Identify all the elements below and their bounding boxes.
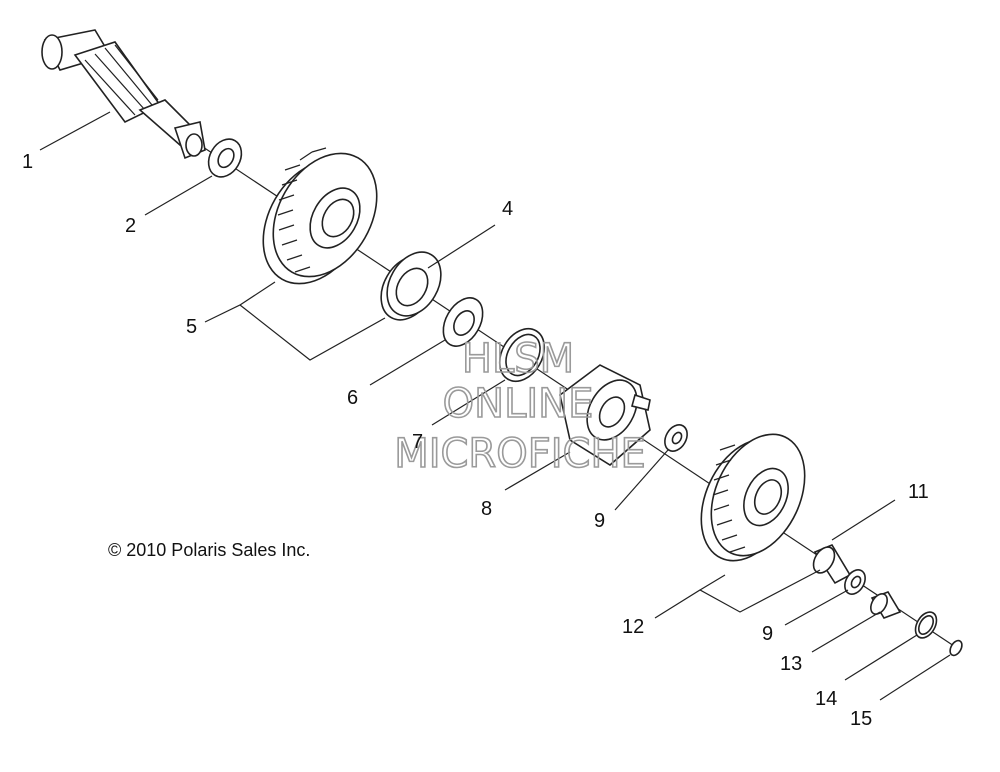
part-7-snap-ring[interactable] [491, 321, 554, 389]
callout-2: 2 [125, 215, 136, 237]
part-2-washer[interactable] [202, 133, 248, 183]
callout-12: 12 [622, 616, 644, 638]
part-6-thrust-washer[interactable] [435, 291, 490, 353]
callout-4: 4 [502, 198, 513, 220]
part-11-bushing[interactable] [809, 543, 852, 585]
part-12-helical-gear[interactable] [683, 419, 823, 576]
watermark-line1: HLSM [462, 336, 574, 382]
leader-lines [39, 111, 951, 701]
callout-6: 6 [347, 387, 358, 409]
callout-9-top: 9 [594, 510, 605, 532]
callout-8: 8 [481, 498, 492, 520]
part-9-washer-b[interactable] [841, 566, 870, 598]
callouts: 1 2 4 5 6 7 8 9 11 12 9 13 14 15 [22, 151, 929, 730]
callout-15: 15 [850, 708, 872, 730]
part-13-bushing[interactable] [867, 591, 902, 619]
part-9-washer-a[interactable] [660, 421, 691, 455]
callout-13: 13 [780, 653, 802, 675]
callout-14: 14 [815, 688, 837, 710]
watermark-line3: MICROFICHE [394, 431, 646, 477]
part-1-shaft[interactable] [41, 29, 206, 160]
copyright-notice: © 2010 Polaris Sales Inc. [108, 540, 310, 560]
watermark: HLSM ONLINE MICROFICHE [393, 335, 646, 478]
callout-1: 1 [22, 151, 33, 173]
callout-9-bottom: 9 [762, 623, 773, 645]
part-4-bearing[interactable] [370, 243, 452, 330]
part-5-helical-gear[interactable] [242, 135, 398, 302]
callout-5: 5 [186, 316, 197, 338]
part-15-washer[interactable] [948, 639, 965, 658]
part-14-circlip[interactable] [911, 608, 941, 641]
callout-11: 11 [908, 481, 929, 503]
watermark-line2: ONLINE [443, 381, 594, 427]
part-8-shift-dog[interactable] [559, 364, 651, 466]
callout-7: 7 [412, 431, 423, 453]
